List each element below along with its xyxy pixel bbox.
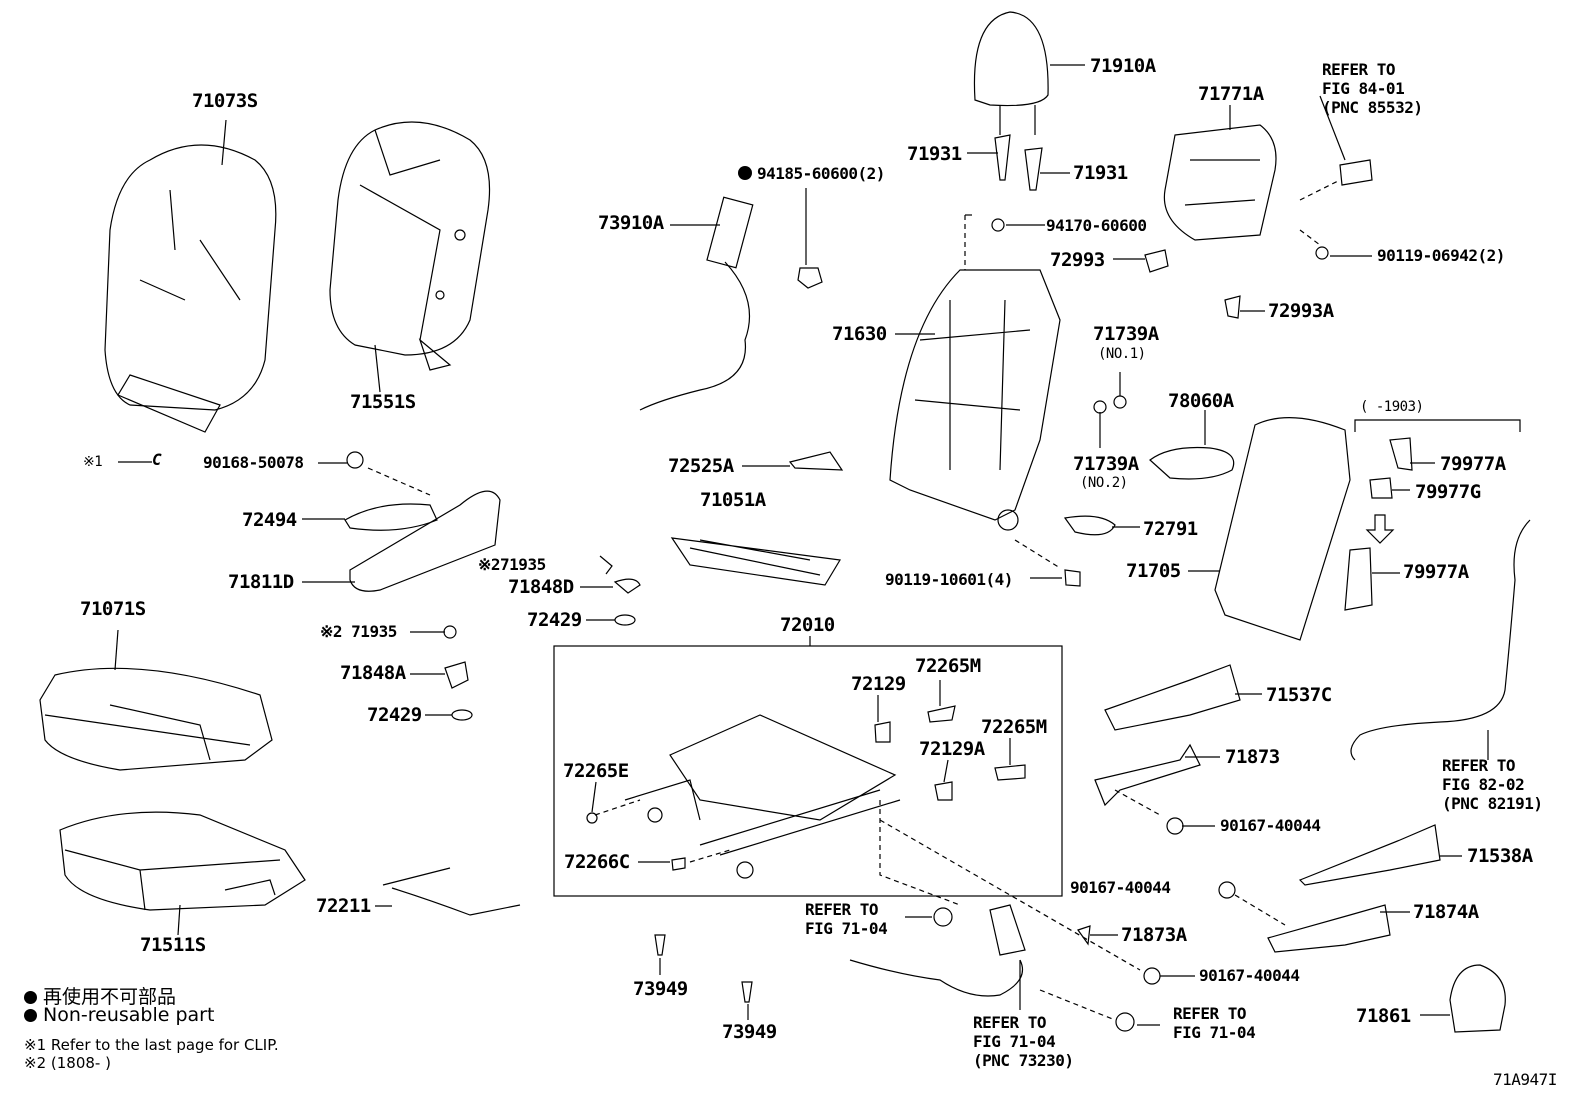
- legend-note-2: ※2 (1808- ): [24, 1054, 111, 1072]
- part-label-71771A[interactable]: 71771A: [1198, 83, 1264, 105]
- part-label-72010[interactable]: 72010: [780, 614, 835, 636]
- part-label-71705[interactable]: 71705: [1126, 560, 1181, 582]
- ref-fig-71-04-b[interactable]: REFER TO FIG 71-04 (PNC 73230): [973, 1013, 1074, 1070]
- part-label-71739A-no2[interactable]: 71739A: [1073, 453, 1139, 475]
- part-label-71811D[interactable]: 71811D: [228, 571, 294, 593]
- ref-fig-71-04-c[interactable]: REFER TO FIG 71-04: [1173, 1004, 1256, 1042]
- part-label-90167-40044-upper[interactable]: 90167-40044: [1220, 816, 1321, 835]
- part-label-90119-06942[interactable]: 90119-06942(2): [1377, 246, 1505, 265]
- part-label-90168-50078[interactable]: 90168-50078: [203, 453, 304, 472]
- part-label-71874A[interactable]: 71874A: [1413, 901, 1479, 923]
- part-label-71931-right[interactable]: 71931: [1073, 162, 1128, 184]
- leader-lines: [114, 64, 1489, 1026]
- part-label-72129A[interactable]: 72129A: [919, 738, 985, 760]
- part-label-71873A[interactable]: 71873A: [1121, 924, 1187, 946]
- part-label-72129[interactable]: 72129: [851, 673, 906, 695]
- part-label-72791[interactable]: 72791: [1143, 518, 1198, 540]
- part-label-72265E[interactable]: 72265E: [563, 760, 629, 782]
- part-label-71910A[interactable]: 71910A: [1090, 55, 1156, 77]
- legend-jp-text: 再使用不可部品: [43, 986, 177, 1008]
- part-label-73910A[interactable]: 73910A: [598, 212, 664, 234]
- cushion-pad-drawing: [59, 811, 306, 911]
- part-label-71511S[interactable]: 71511S: [140, 934, 206, 956]
- applicability-range-1903: ( -1903): [1360, 399, 1424, 415]
- part-label-71051A[interactable]: 71051A: [700, 489, 766, 511]
- part-label-94170-60600[interactable]: 94170-60600: [1046, 216, 1147, 235]
- part-label-71073S[interactable]: 71073S: [192, 90, 258, 112]
- part-label-72266C[interactable]: 72266C: [564, 851, 630, 873]
- part-label-72993A[interactable]: 72993A: [1268, 300, 1334, 322]
- part-label-72265M-lower[interactable]: 72265M: [981, 716, 1047, 738]
- bullet-icon: [24, 991, 37, 1004]
- part-label-79977A-upper[interactable]: 79977A: [1440, 453, 1506, 475]
- lever-72494-drawing: [344, 503, 438, 531]
- part-label-71538A[interactable]: 71538A: [1467, 845, 1533, 867]
- legend-en-text: Non-reusable part: [43, 1004, 215, 1026]
- headrest-drawing: [973, 11, 1049, 107]
- part-label-71630[interactable]: 71630: [832, 323, 887, 345]
- seatback-cover-drawing: [104, 144, 277, 433]
- legend-en: Non-reusable part: [24, 1004, 214, 1026]
- seatback-frame-drawing: [889, 269, 1061, 521]
- diagram-id: 71A947I: [1493, 1070, 1557, 1089]
- part-label-72494[interactable]: 72494: [242, 509, 297, 531]
- seatback-pad-drawing: [329, 121, 491, 371]
- part-note-no1: (NO.1): [1098, 346, 1146, 362]
- part-label-71935-upper[interactable]: ※271935: [478, 555, 546, 574]
- part-label-79977G[interactable]: 79977G: [1415, 481, 1481, 503]
- shield-71811D-drawing: [349, 490, 501, 592]
- part-label-79977A-lower[interactable]: 79977A: [1403, 561, 1469, 583]
- part-label-72211[interactable]: 72211: [316, 895, 371, 917]
- part-label-72993[interactable]: 72993: [1050, 249, 1105, 271]
- part-label-71848D[interactable]: 71848D: [508, 576, 574, 598]
- part-label-71551S[interactable]: 71551S: [350, 391, 416, 413]
- part-label-71739A-no1[interactable]: 71739A: [1093, 323, 1159, 345]
- clip-symbol: C: [152, 450, 162, 469]
- ref-fig-82-02[interactable]: REFER TO FIG 82-02 (PNC 82191): [1442, 756, 1543, 813]
- part-label-71873[interactable]: 71873: [1225, 746, 1280, 768]
- part-label-72265M-upper[interactable]: 72265M: [915, 655, 981, 677]
- part-label-71537C[interactable]: 71537C: [1266, 684, 1332, 706]
- part-label-90119-10601[interactable]: 90119-10601(4): [885, 570, 1013, 589]
- part-label-71931-left[interactable]: 71931: [907, 143, 962, 165]
- part-label-90167-40044-mid[interactable]: 90167-40044: [1070, 878, 1171, 897]
- legend-jp: 再使用不可部品: [24, 982, 176, 1009]
- part-label-72429-upper[interactable]: 72429: [527, 609, 582, 631]
- part-label-71071S[interactable]: 71071S: [80, 598, 146, 620]
- seatback-board-drawing: [1214, 417, 1351, 641]
- seat-track-frame-box: [553, 645, 1063, 897]
- part-note-no2: (NO.2): [1080, 475, 1128, 491]
- back-panel-71771A-drawing: [1163, 124, 1277, 241]
- part-label-71935-lower[interactable]: ※2 71935: [320, 622, 397, 641]
- part-label-72429-lower[interactable]: 72429: [367, 704, 422, 726]
- part-label-78060A[interactable]: 78060A: [1168, 390, 1234, 412]
- ref-fig-84-01[interactable]: REFER TO FIG 84-01 (PNC 85532): [1322, 60, 1423, 117]
- part-label-71848A[interactable]: 71848A: [340, 662, 406, 684]
- cushion-cover-drawing: [39, 667, 273, 771]
- bullet-icon: [24, 1009, 37, 1022]
- legend-note-1: ※1 Refer to the last page for CLIP.: [24, 1036, 279, 1054]
- part-label-71861[interactable]: 71861: [1356, 1005, 1411, 1027]
- part-label-72525A[interactable]: 72525A: [668, 455, 734, 477]
- ref-fig-71-04-a[interactable]: REFER TO FIG 71-04: [805, 900, 888, 938]
- part-label-73949-left[interactable]: 73949: [633, 978, 688, 1000]
- part-label-94185-60600[interactable]: 94185-60600(2): [757, 164, 885, 183]
- part-label-90167-40044-lower[interactable]: 90167-40044: [1199, 966, 1300, 985]
- clip-note-marker: ※1: [83, 454, 103, 470]
- part-label-73949-right[interactable]: 73949: [722, 1021, 777, 1043]
